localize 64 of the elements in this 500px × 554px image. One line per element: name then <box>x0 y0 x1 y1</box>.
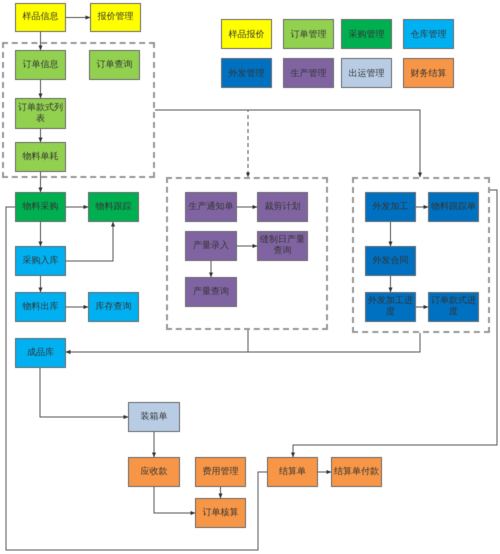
legend-item: 生产管理 <box>283 58 334 88</box>
process-box: 外发加工 <box>365 192 416 222</box>
connector-arrow <box>416 305 428 309</box>
process-box: 外发合同 <box>365 246 416 276</box>
legend-item: 外发管理 <box>221 58 272 88</box>
process-box: 物料单耗 <box>15 142 66 172</box>
legend-item: 采购管理 <box>341 19 392 49</box>
legend-item: 订单管理 <box>283 19 334 49</box>
process-box: 物料出库 <box>15 292 66 322</box>
process-box: 订单信息 <box>15 50 66 80</box>
connector-arrow <box>416 205 428 209</box>
process-box: 产量录入 <box>185 231 237 261</box>
process-box: 装箱单 <box>128 402 180 432</box>
process-box: 库存查询 <box>88 292 139 322</box>
connector-arrow <box>38 80 42 98</box>
process-box: 报价管理 <box>90 3 141 32</box>
connector-arrow <box>218 486 222 498</box>
process-box: 结算单 <box>267 457 318 487</box>
legend-item: 出运管理 <box>341 58 392 88</box>
connector-arrow <box>38 32 42 50</box>
dashed-group-frame <box>352 177 490 333</box>
process-box: 成品库 <box>15 338 66 368</box>
process-box: 缝制日产量查询 <box>257 231 308 261</box>
connector-arrow <box>40 368 128 419</box>
connector-arrow <box>236 244 258 248</box>
process-box: 生产通知单 <box>185 192 237 222</box>
connector-arrow <box>38 222 42 246</box>
legend-item: 财务结算 <box>403 58 454 88</box>
connector-arrow <box>318 470 332 474</box>
process-box: 产量查询 <box>185 277 237 307</box>
connector-arrow <box>66 16 90 20</box>
connector-arrow <box>154 110 422 178</box>
connector-arrow <box>66 332 420 354</box>
connector-arrow <box>236 205 258 209</box>
dashed-group-frame <box>166 177 328 330</box>
process-box: 订单核算 <box>195 498 246 528</box>
connector-arrow <box>66 305 88 309</box>
process-box: 裁剪计划 <box>257 192 308 222</box>
legend-item: 仓库管理 <box>403 19 454 49</box>
dashed-group-frame <box>2 42 155 178</box>
connector-arrow <box>209 260 213 278</box>
connector-arrow <box>154 486 196 515</box>
connector-arrow <box>291 190 498 458</box>
connector-arrow <box>388 222 392 246</box>
connector-arrow <box>66 222 115 262</box>
connector-arrow <box>388 276 392 292</box>
process-box: 结算单付款 <box>331 457 382 487</box>
process-box: 物料采购 <box>15 192 66 222</box>
connector-arrow <box>152 432 156 458</box>
process-box: 订单款式进度 <box>428 292 479 322</box>
connector-arrow <box>66 205 88 209</box>
connector-arrow <box>38 276 42 292</box>
process-box: 物料跟踪单 <box>428 192 479 222</box>
process-box: 外发加工进度 <box>365 292 416 322</box>
process-box: 物料跟踪 <box>88 192 139 222</box>
connector-arrow <box>38 172 42 192</box>
process-box: 费用管理 <box>195 457 246 487</box>
legend-item: 样品报价 <box>221 19 272 49</box>
process-box: 订单款式列表 <box>15 98 66 129</box>
process-box: 采购入库 <box>15 246 66 276</box>
process-box: 应收款 <box>128 457 180 487</box>
process-box: 订单查询 <box>89 50 140 80</box>
connector-arrow <box>38 128 42 142</box>
process-box: 样品信息 <box>15 3 66 32</box>
